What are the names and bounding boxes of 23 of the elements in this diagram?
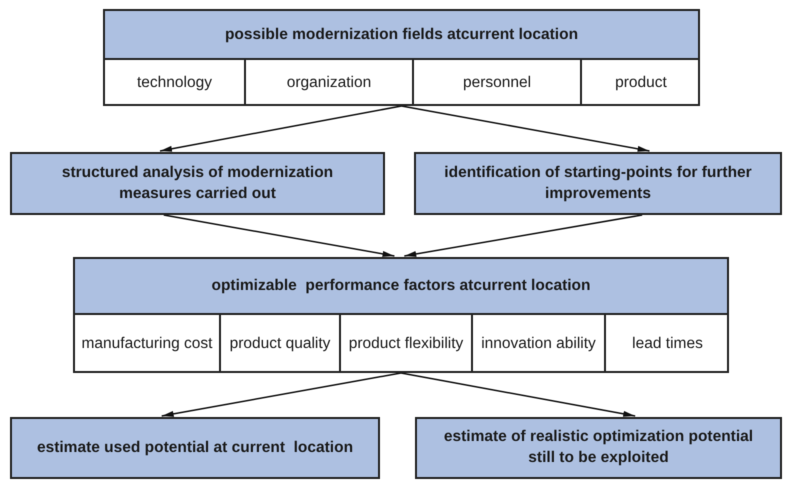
arrow [164, 214, 395, 257]
table-cell: personnel [412, 60, 580, 106]
table-cell: innovation ability [471, 315, 604, 373]
table-box [103, 9, 700, 106]
process-box: estimate used potential at current location [10, 417, 380, 479]
table-heading: possible modernization fields atcurrent location [105, 11, 698, 60]
process-box: estimate of realistic optimization potential still to be exploited [415, 417, 782, 479]
process-box: structured analysis of modernization measures carried out [10, 152, 385, 215]
table-cell: technology [105, 60, 244, 106]
table-cell: product [580, 60, 700, 106]
arrow [404, 214, 642, 257]
arrow [160, 105, 402, 152]
arrow [400, 372, 636, 417]
table-cell: manufacturing cost [75, 315, 219, 373]
process-box: identification of starting-points for further improvements [414, 152, 782, 215]
arrow [401, 105, 650, 152]
table-heading: optimizable performance factors atcurrent location [75, 259, 727, 315]
table-cell: organization [244, 60, 412, 106]
table-cell: lead times [604, 315, 729, 373]
table-cell: product quality [219, 315, 339, 373]
table-box [73, 257, 729, 373]
table-cell: product flexibility [339, 315, 471, 373]
arrow [162, 372, 402, 417]
